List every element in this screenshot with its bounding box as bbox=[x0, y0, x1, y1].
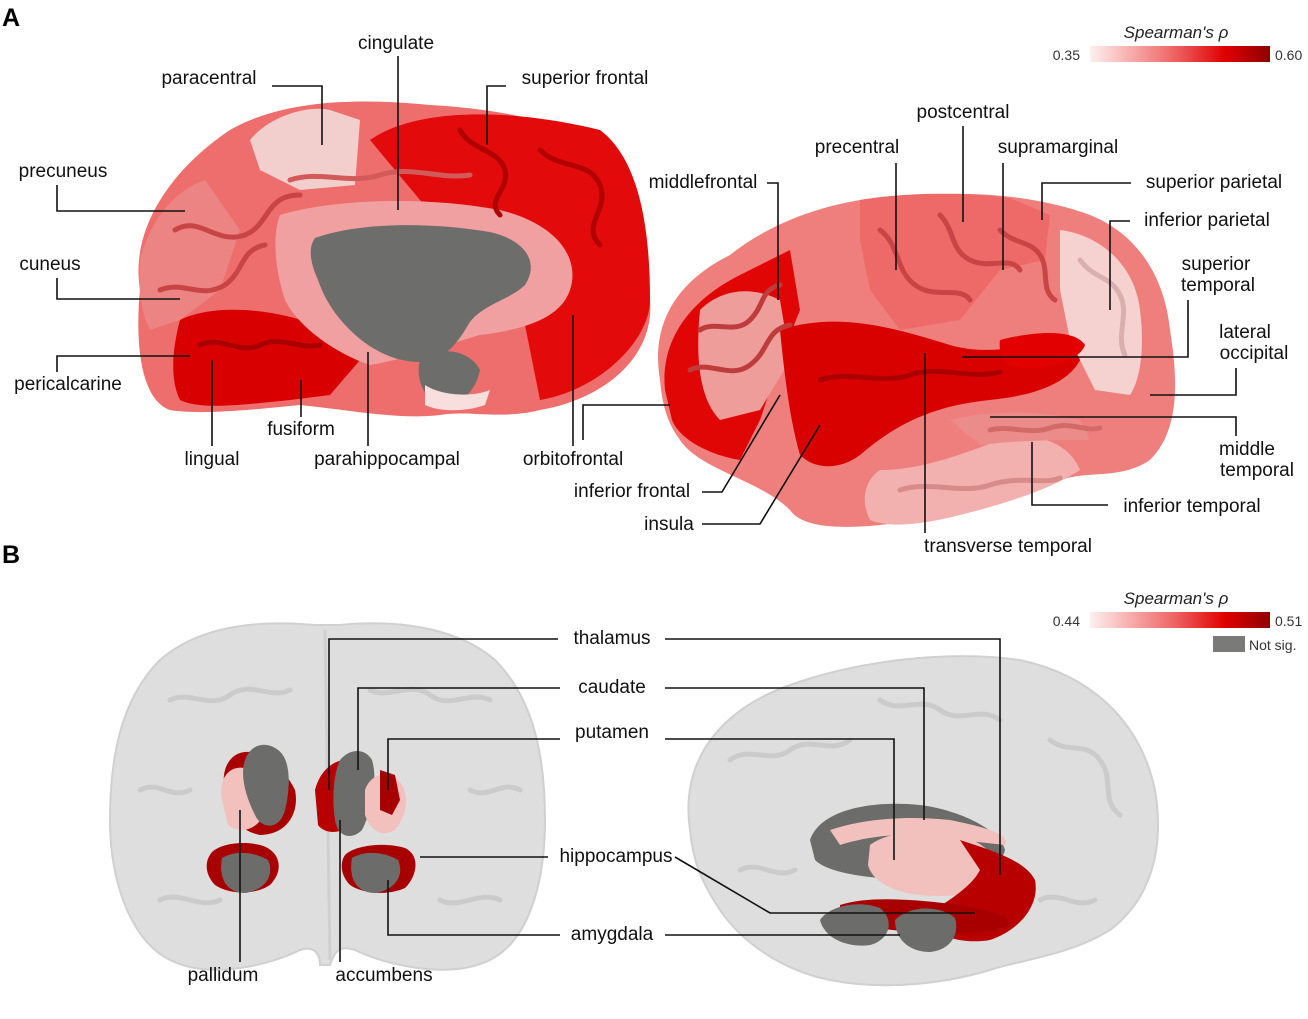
leader-insula bbox=[702, 424, 821, 525]
lateral-labels: postcentral precentral supramarginal mid… bbox=[574, 102, 1294, 557]
label-hippocampus: hippocampus bbox=[559, 846, 672, 867]
colorbar-a: Spearman's ρ 0.35 0.60 bbox=[1053, 23, 1303, 63]
leader-lateral-occipital bbox=[1150, 368, 1237, 396]
label-transverse-temporal: transverse temporal bbox=[924, 536, 1092, 557]
panel-b-letter: B bbox=[2, 541, 20, 569]
label-fusiform: fusiform bbox=[267, 419, 335, 440]
leader-inferior-parietal bbox=[1109, 220, 1130, 310]
label-pericalcarine: pericalcarine bbox=[14, 374, 122, 395]
medial-labels: cingulate paracentral superior frontal p… bbox=[14, 33, 648, 470]
label-precuneus: precuneus bbox=[19, 161, 108, 182]
subcortical-labels: thalamus caudate putamen hippocampus amy… bbox=[188, 628, 1001, 986]
label-amygdala: amygdala bbox=[571, 924, 654, 945]
label-cingulate: cingulate bbox=[358, 33, 434, 54]
not-significant-label: Not sig. bbox=[1249, 637, 1296, 653]
leader-thalamus-sagittal bbox=[665, 638, 1001, 875]
colorbar-a-min: 0.35 bbox=[1053, 47, 1080, 63]
label-accumbens: accumbens bbox=[335, 965, 432, 986]
colorbar-b-min: 0.44 bbox=[1053, 613, 1080, 629]
label-parahippocampal: parahippocampal bbox=[314, 449, 460, 470]
label-supramarginal: supramarginal bbox=[998, 137, 1118, 158]
leader-cuneus bbox=[56, 278, 180, 300]
leader-thalamus-coronal bbox=[328, 638, 558, 790]
leader-amygdala-coronal bbox=[387, 880, 560, 936]
panel-a-letter: A bbox=[2, 4, 20, 32]
label-cuneus: cuneus bbox=[19, 254, 80, 275]
label-lingual: lingual bbox=[185, 449, 240, 470]
lateral-brain-view bbox=[658, 193, 1176, 527]
label-paracentral: paracentral bbox=[161, 68, 256, 89]
colorbar-a-title: Spearman's ρ bbox=[1124, 23, 1229, 42]
leader-putamen-coronal bbox=[387, 738, 560, 790]
label-inferior-temporal: inferior temporal bbox=[1123, 496, 1260, 517]
leader-inferior-temporal bbox=[1031, 442, 1108, 506]
leader-pericalcarine bbox=[56, 355, 190, 372]
label-pallidum: pallidum bbox=[188, 965, 259, 986]
leader-superior-parietal bbox=[1041, 182, 1131, 220]
label-middle-temporal-2: temporal bbox=[1220, 460, 1294, 481]
leader-superior-temporal bbox=[962, 300, 1189, 358]
leader-middle-temporal bbox=[990, 416, 1237, 436]
colorbar-a-gradient bbox=[1090, 46, 1270, 62]
label-putamen: putamen bbox=[575, 722, 649, 743]
leader-caudate-sagittal bbox=[665, 687, 925, 820]
label-insula: insula bbox=[644, 514, 694, 535]
label-superior-temporal-1: superior bbox=[1182, 254, 1251, 275]
label-superior-parietal: superior parietal bbox=[1146, 172, 1282, 193]
leader-putamen-sagittal bbox=[665, 738, 895, 860]
label-inferior-frontal: inferior frontal bbox=[574, 481, 690, 502]
label-orbitofrontal: orbitofrontal bbox=[523, 449, 623, 470]
label-lateral-occipital-2: occipital bbox=[1220, 343, 1289, 364]
leader-inferior-frontal bbox=[702, 394, 781, 493]
leader-caudate-coronal bbox=[357, 687, 560, 770]
colorbar-b-title: Spearman's ρ bbox=[1124, 589, 1229, 608]
colorbar-b-gradient bbox=[1090, 612, 1270, 628]
colorbar-b-max: 0.51 bbox=[1275, 613, 1302, 629]
label-postcentral: postcentral bbox=[917, 102, 1010, 123]
label-inferior-parietal: inferior parietal bbox=[1144, 210, 1270, 231]
colorbar-b: Spearman's ρ 0.44 0.51 Not sig. bbox=[1053, 589, 1303, 653]
label-precentral: precentral bbox=[815, 137, 900, 158]
medial-brain-view bbox=[138, 101, 651, 417]
label-superior-temporal-2: temporal bbox=[1181, 275, 1255, 296]
leader-orbitofrontal-lateral bbox=[582, 404, 670, 440]
coronal-glass-brain bbox=[108, 622, 547, 971]
leader-superior-frontal bbox=[486, 85, 506, 145]
label-caudate: caudate bbox=[578, 677, 646, 698]
colorbar-a-max: 0.60 bbox=[1275, 47, 1302, 63]
not-significant-swatch bbox=[1213, 636, 1245, 652]
label-thalamus: thalamus bbox=[573, 628, 650, 649]
label-middle-temporal-1: middle bbox=[1219, 439, 1275, 460]
leader-paracentral bbox=[272, 85, 323, 145]
label-superior-frontal: superior frontal bbox=[522, 68, 649, 89]
leader-middlefrontal bbox=[767, 182, 779, 300]
leader-precuneus bbox=[56, 185, 185, 212]
label-middlefrontal: middlefrontal bbox=[649, 172, 758, 193]
leader-hippocampus-sagittal bbox=[674, 856, 975, 914]
label-lateral-occipital-1: lateral bbox=[1219, 322, 1271, 343]
